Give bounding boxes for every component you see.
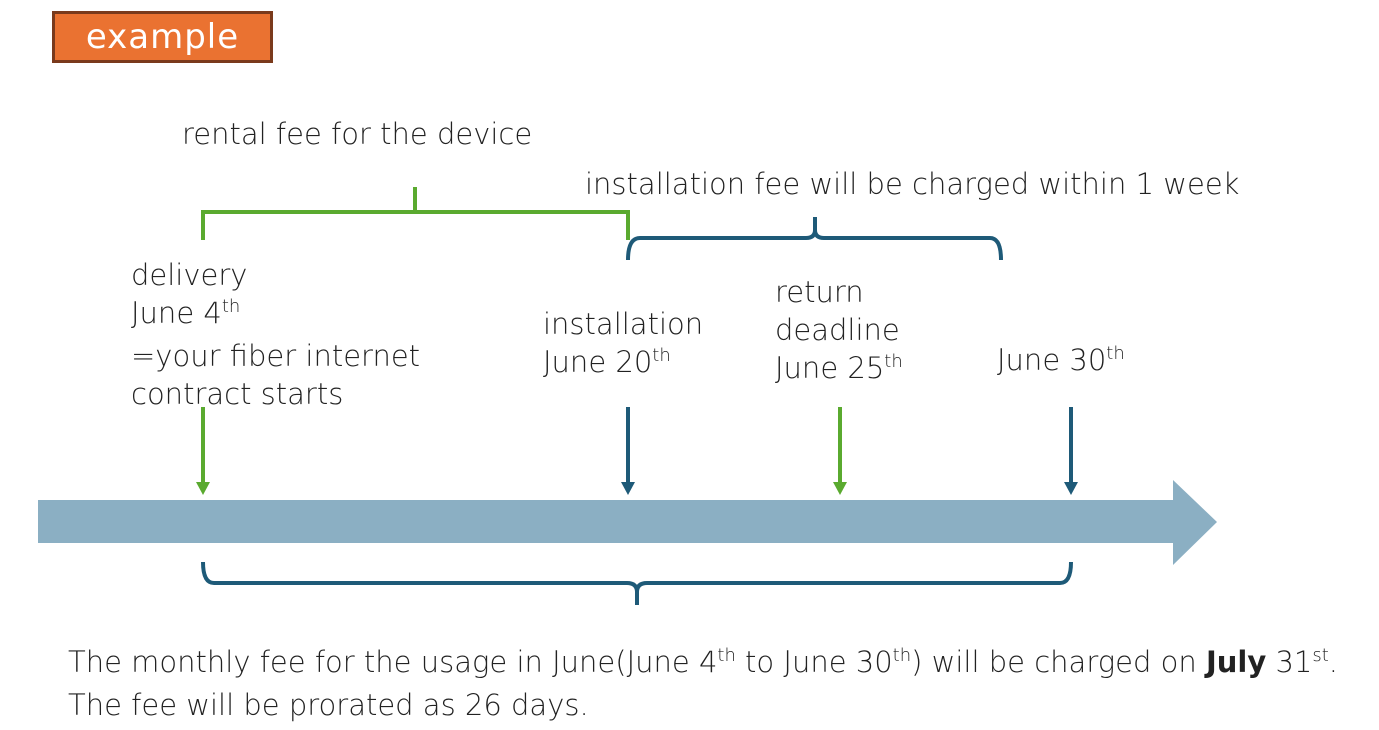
- return-title-2: deadline: [775, 313, 900, 347]
- summary-line-2: The fee will be prorated as 26 days.: [68, 688, 589, 722]
- installation-fee-brace: [626, 217, 1003, 261]
- summary-text: The monthly fee for the usage in June(Ju…: [68, 643, 1338, 724]
- installation-title: installation: [543, 307, 704, 341]
- timeline-arrow: [38, 480, 1217, 565]
- delivery-arrow: [196, 407, 210, 495]
- delivery-note-1: =your fiber internet: [131, 339, 421, 373]
- end-arrow: [1064, 407, 1078, 495]
- return-title-1: return: [775, 275, 864, 309]
- installation-fee-label: installation fee will be charged within …: [585, 167, 1240, 201]
- example-badge: example: [52, 11, 273, 63]
- return-arrow: [833, 407, 847, 495]
- installation-date: June 20th: [543, 344, 671, 379]
- installation-label: installation June 20th: [543, 305, 703, 386]
- summary-line-1: The monthly fee for the usage in June(Ju…: [68, 644, 1338, 679]
- delivery-title: delivery: [131, 258, 248, 292]
- rental-fee-label: rental fee for the device: [182, 117, 533, 151]
- end-date: June 30th: [997, 342, 1125, 377]
- end-label: June 30th: [997, 341, 1125, 384]
- rental-fee-bracket: [201, 187, 630, 240]
- delivery-label: delivery June 4th =your fiber internet c…: [131, 256, 420, 413]
- delivery-date: June 4th: [131, 295, 241, 330]
- monthly-fee-brace: [201, 561, 1073, 605]
- installation-arrow: [621, 407, 635, 495]
- delivery-note-2: contract starts: [131, 377, 344, 411]
- return-label: return deadline June 25th: [775, 273, 903, 392]
- return-date: June 25th: [775, 350, 903, 385]
